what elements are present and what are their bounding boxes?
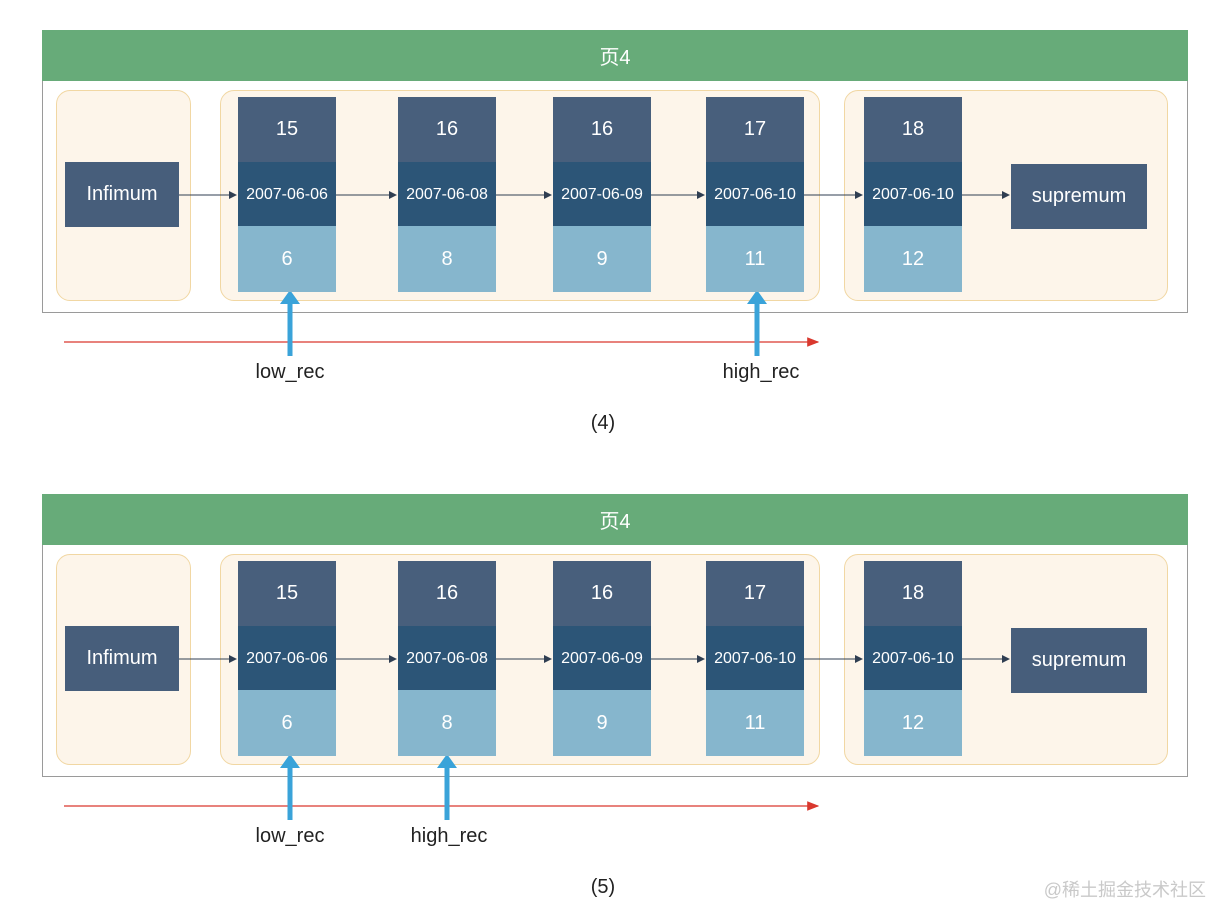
index-record: 18 2007-06-10 12 (864, 97, 962, 292)
record-pk-cell: 6 (238, 690, 336, 756)
high-rec-label: high_rec (722, 361, 800, 383)
index-record: 17 2007-06-10 11 (706, 97, 804, 292)
record-date-cell: 2007-06-08 (398, 162, 496, 226)
index-record: 16 2007-06-08 8 (398, 97, 496, 292)
record-pk-cell: 11 (706, 226, 804, 292)
infimum-record: Infimum (65, 162, 179, 227)
record-date-cell: 2007-06-06 (238, 162, 336, 226)
diagram-panel-5: 页4 Infimum supremum 15 2007 (0, 464, 1228, 904)
record-pk-cell: 9 (553, 690, 651, 756)
record-id-cell: 16 (398, 561, 496, 626)
record-date-cell: 2007-06-09 (553, 626, 651, 690)
record-pk-cell: 12 (864, 690, 962, 756)
index-record: 18 2007-06-10 12 (864, 561, 962, 756)
record-pk-cell: 11 (706, 690, 804, 756)
panel-caption: (5) (590, 876, 616, 898)
infimum-record: Infimum (65, 626, 179, 691)
watermark: @稀土掘金技术社区 (1043, 880, 1206, 900)
record-id-cell: 17 (706, 97, 804, 162)
index-record: 16 2007-06-09 9 (553, 561, 651, 756)
record-pk-cell: 12 (864, 226, 962, 292)
record-date-cell: 2007-06-09 (553, 162, 651, 226)
record-date-cell: 2007-06-10 (706, 626, 804, 690)
record-id-cell: 18 (864, 97, 962, 162)
low-rec-label: low_rec (255, 825, 325, 847)
index-record: 16 2007-06-08 8 (398, 561, 496, 756)
record-date-cell: 2007-06-10 (864, 626, 962, 690)
record-date-cell: 2007-06-10 (706, 162, 804, 226)
diagram-panel-4: 页4 Infimum supre (0, 0, 1228, 440)
high-rec-label: high_rec (410, 825, 488, 847)
page-title: 页4 (42, 494, 1188, 545)
record-id-cell: 16 (398, 97, 496, 162)
panel-caption: (4) (590, 412, 616, 434)
record-date-cell: 2007-06-08 (398, 626, 496, 690)
index-record: 15 2007-06-06 6 (238, 561, 336, 756)
record-id-cell: 18 (864, 561, 962, 626)
record-date-cell: 2007-06-06 (238, 626, 336, 690)
record-id-cell: 16 (553, 561, 651, 626)
record-id-cell: 15 (238, 561, 336, 626)
index-record: 16 2007-06-09 9 (553, 97, 651, 292)
record-pk-cell: 9 (553, 226, 651, 292)
record-id-cell: 16 (553, 97, 651, 162)
page-title: 页4 (42, 30, 1188, 81)
supremum-record: supremum (1011, 164, 1147, 229)
record-date-cell: 2007-06-10 (864, 162, 962, 226)
record-pk-cell: 8 (398, 226, 496, 292)
record-pk-cell: 8 (398, 690, 496, 756)
supremum-record: supremum (1011, 628, 1147, 693)
index-record: 17 2007-06-10 11 (706, 561, 804, 756)
low-rec-label: low_rec (255, 361, 325, 383)
record-pk-cell: 6 (238, 226, 336, 292)
index-record: 15 2007-06-06 6 (238, 97, 336, 292)
record-id-cell: 15 (238, 97, 336, 162)
record-id-cell: 17 (706, 561, 804, 626)
